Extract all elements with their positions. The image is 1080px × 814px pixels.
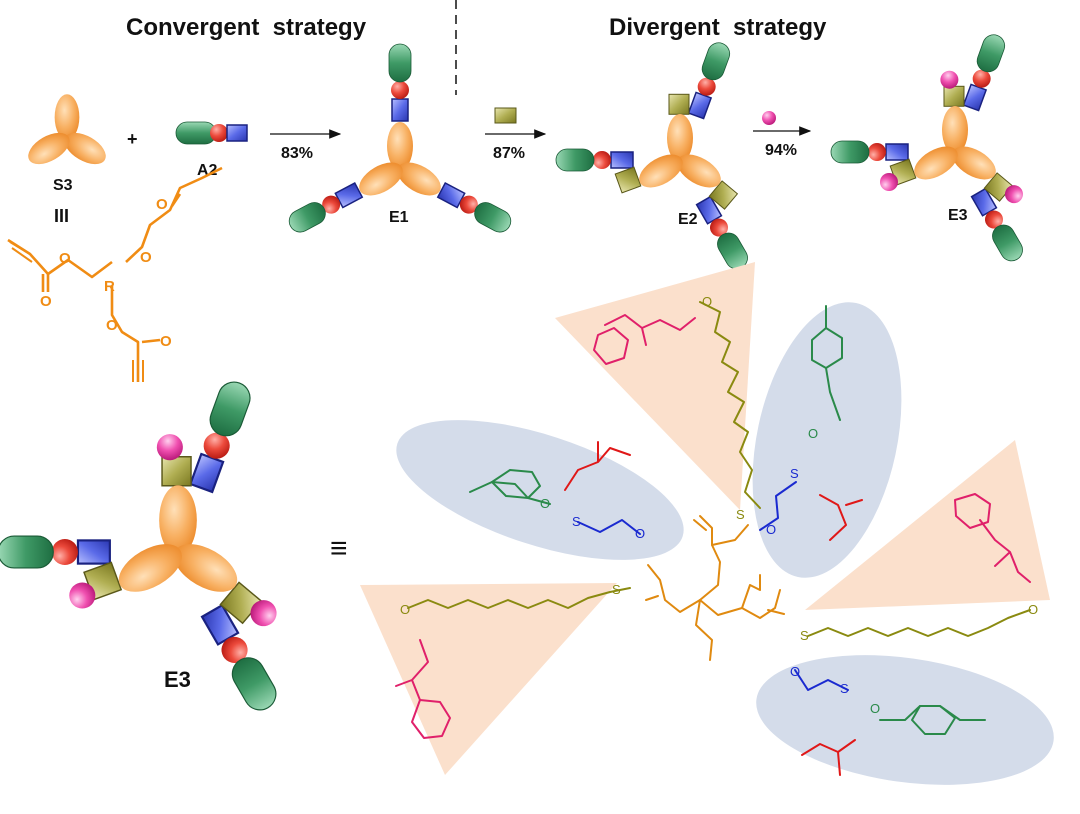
s3-atom-labels: R O O O O O O [40,196,172,350]
atom-o-4: O [156,196,168,213]
equivalence-vertical: III [54,206,69,226]
plus-sign: + [127,129,138,149]
methyl-ester-groups [564,441,863,776]
equivalence-symbol: ≡ [330,532,348,565]
atom-o-3: O [140,249,152,266]
s3-tripropiolate-structure [7,166,223,382]
yield-step2: 87% [493,145,525,162]
star-e3-large-shape [0,364,317,716]
atom-o-6: O [160,333,172,350]
label-e3-top: E3 [948,207,968,224]
benzyl-acrylate-groups [395,314,1031,739]
label-s3: S3 [53,177,73,194]
alkyl-spacer-chains [407,301,1031,637]
label-a2: A2 [197,162,218,179]
star-e3-top-shape [831,22,1051,265]
atom-o-right-chain: O [1028,602,1038,617]
atom-s-left: S [572,514,581,529]
atom-o-left-tolyl: O [540,496,550,511]
core-atom-r: R [104,278,115,295]
atom-o-left-chain: O [400,602,410,617]
atom-o-top-ether: O [766,522,776,537]
thioether-bonds [577,481,849,691]
atom-o-right-tolyl: O [870,701,880,716]
label-e2: E2 [678,211,698,228]
triangle-right [805,440,1050,610]
triangle-left [360,583,617,775]
yield-step3: 94% [765,142,797,159]
atom-s-left-chain: S [612,582,621,597]
heading-convergent-strategy: Convergent strategy [126,14,367,41]
label-e3-bottom: E3 [164,667,191,692]
star-s3-shape [23,94,111,170]
atom-s-right: S [840,681,849,696]
ellipse-top [752,302,902,578]
atom-o-5: O [106,317,118,334]
pink-sphere-reagent [762,111,776,125]
arm-a2-shape [175,121,248,145]
atom-o-top-tolyl: O [808,426,818,441]
atom-o-left-ether: O [635,526,645,541]
ellipse-left [396,420,684,560]
atom-s-top: S [790,466,799,481]
star-e2-shape [556,32,770,273]
atom-s-right-chain: S [800,628,809,643]
tolyl-groups [469,305,986,735]
structure-atom-labels: S S O O S S O O S S O O O O O [400,294,1038,716]
molecular-structure [395,301,1031,776]
heading-divergent-strategy: Divergent strategy [609,14,827,41]
olive-square-reagent [494,107,517,124]
atom-s-top-chain: S [736,507,745,522]
shaded-regions [360,262,1054,785]
atom-o-top-chain: O [702,294,712,309]
star-e1-shape [285,44,514,236]
core-ester-bonds [645,515,785,661]
atom-o-1: O [59,250,71,267]
atom-o-right-ether: O [790,664,800,679]
label-e1: E1 [389,209,409,226]
yield-step1: 83% [281,145,313,162]
atom-o-2: O [40,293,52,310]
